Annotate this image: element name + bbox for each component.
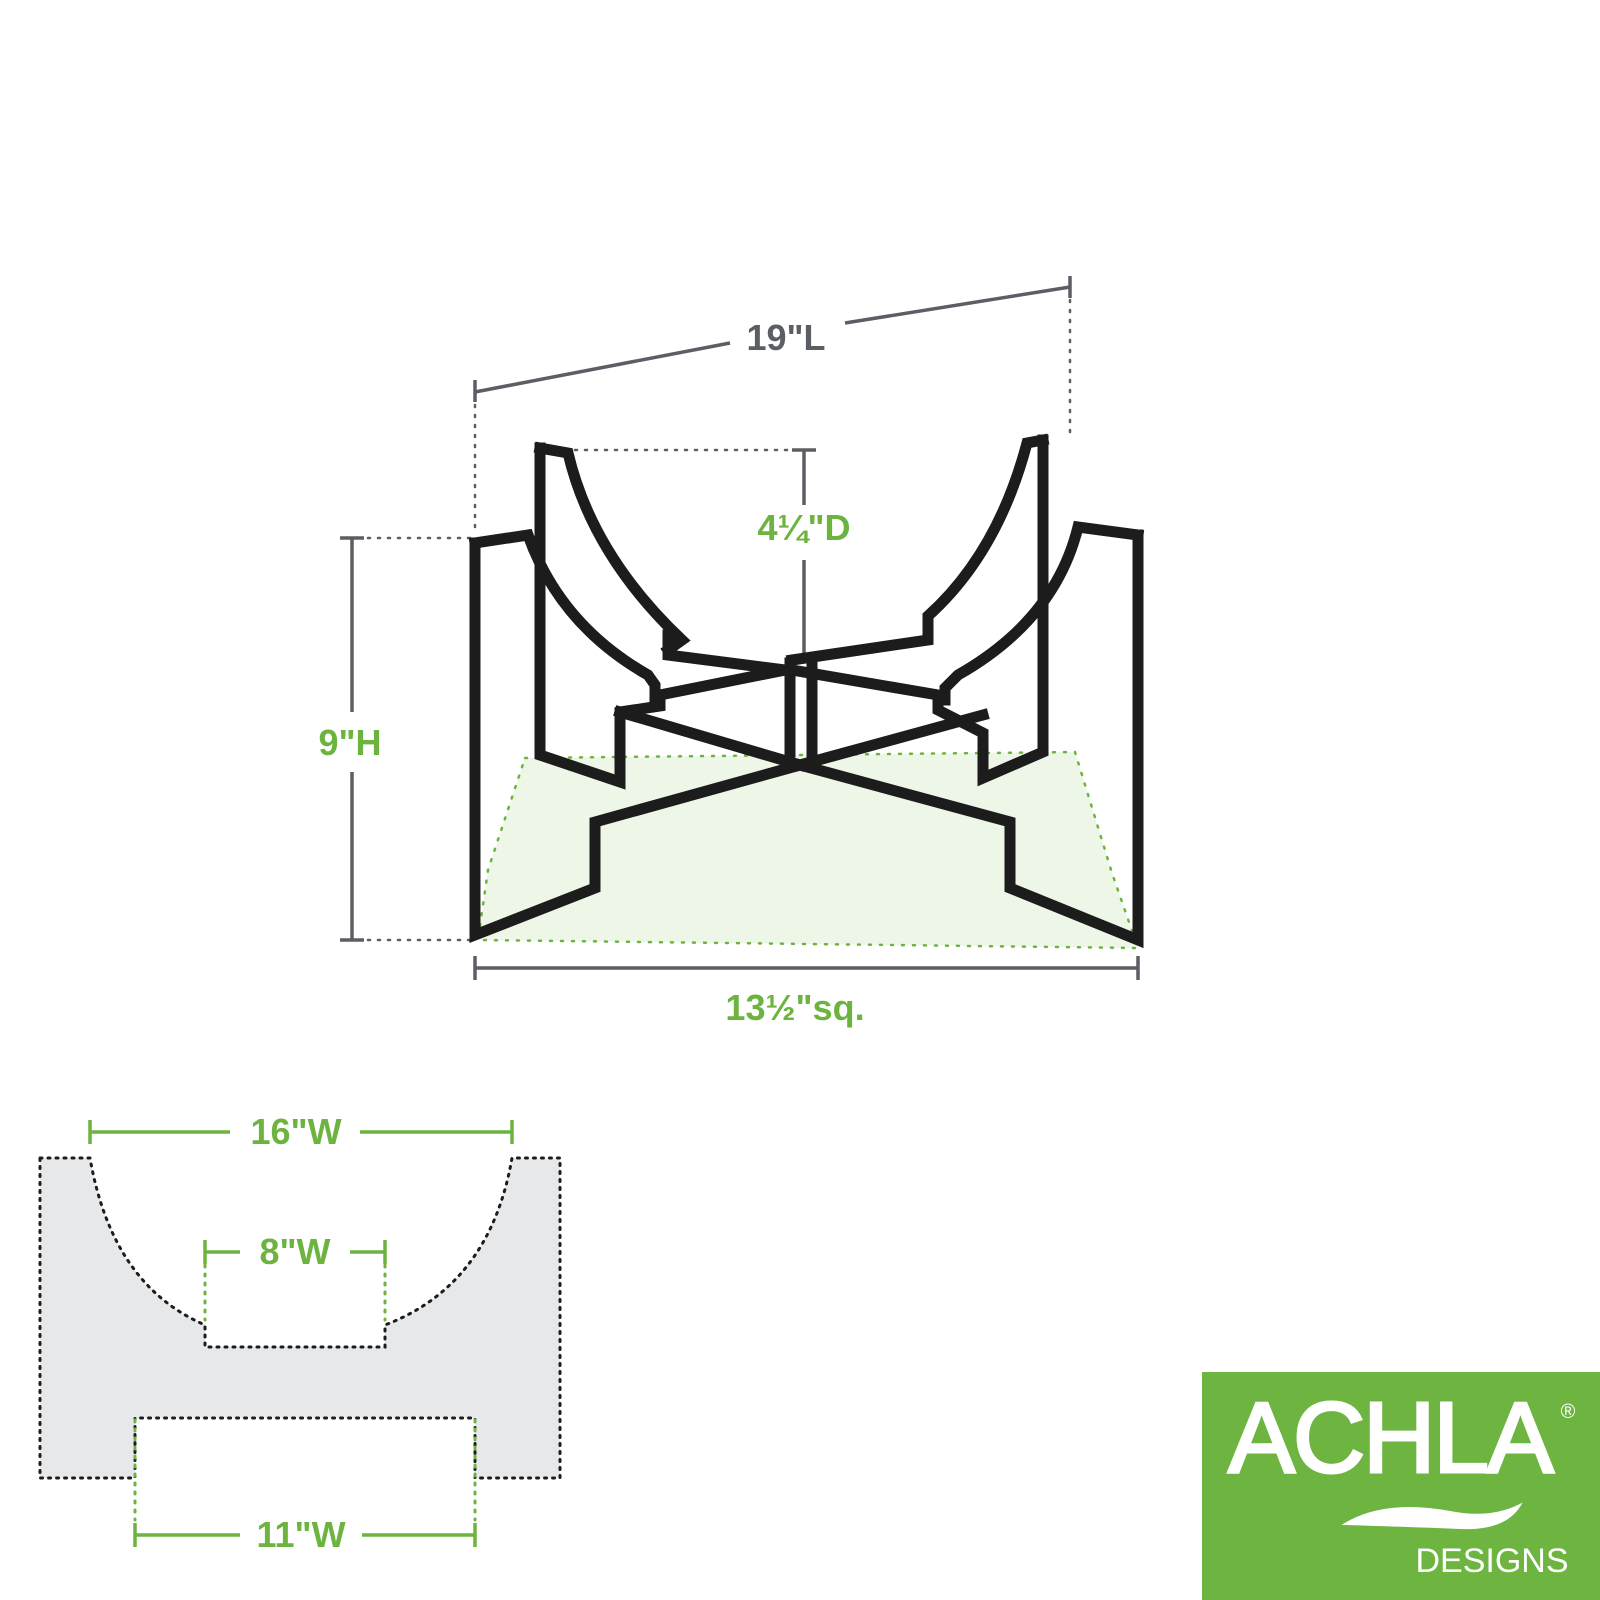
depth-label: 4¼"D — [757, 507, 850, 548]
length-leaders — [473, 298, 1072, 537]
height-leaders — [366, 536, 477, 942]
base-dimension — [473, 956, 1140, 980]
foot-width-dimension — [133, 1523, 477, 1547]
stand-drawing: 19"L 9"H 4¼"D — [318, 276, 1145, 1028]
logo-registered: ® — [1561, 1401, 1576, 1423]
top-width-dimension — [88, 1120, 514, 1144]
bowl-bottom-label: 8"W — [259, 1231, 330, 1272]
logo-brand: ACHLA — [1228, 1382, 1554, 1494]
height-label: 9"H — [318, 722, 381, 763]
front-left-leg — [468, 528, 807, 944]
depth-dimension — [792, 448, 816, 662]
cross-section: 16"W 8"W 11"W — [38, 1111, 562, 1555]
logo-sub: DESIGNS — [1415, 1542, 1568, 1580]
cross-bar-b — [793, 708, 990, 772]
top-width-label: 16"W — [250, 1111, 341, 1152]
center-post — [784, 657, 818, 758]
length-label: 19"L — [746, 317, 825, 358]
bowl-bottom-dimension — [203, 1240, 387, 1264]
stand-frame — [468, 433, 1145, 949]
front-right-leg — [793, 520, 1145, 949]
foot-width-label: 11"W — [256, 1514, 345, 1555]
length-dimension — [473, 276, 1072, 402]
logo-background — [1202, 1372, 1600, 1600]
rear-right-leg — [785, 433, 1050, 787]
section-shape — [38, 1156, 562, 1480]
leaf-icon — [1341, 1502, 1523, 1530]
section-leaders — [133, 1263, 477, 1522]
height-dimension — [340, 536, 364, 942]
cross-bar-a — [613, 705, 807, 772]
achla-logo: ACHLA ® DESIGNS — [1202, 1372, 1600, 1600]
base-label: 13½"sq. — [725, 987, 864, 1028]
base-footprint — [476, 750, 1140, 950]
